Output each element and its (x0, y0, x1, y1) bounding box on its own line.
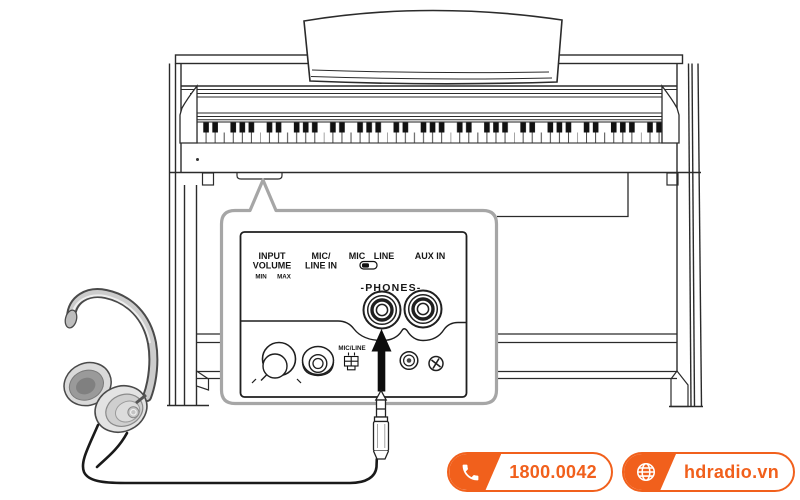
phones-label: -PHONES- (361, 282, 422, 294)
mic-line-slide-switch[interactable] (343, 352, 359, 371)
left-leg (167, 63, 215, 407)
connection-arrow (371, 329, 392, 392)
max-label: MAX (277, 274, 292, 281)
mic-switch-label: MIC (349, 251, 366, 261)
globe-icon (623, 454, 676, 490)
left-cheek-block (179, 84, 198, 144)
contact-badges: 1800.0042 hdradio.vn (447, 452, 795, 492)
svg-text:LINE: LINE (374, 251, 395, 261)
music-rest (303, 9, 563, 85)
phones-jack-right[interactable] (403, 289, 443, 329)
connector-panel: INPUT VOLUME MIN MAX MIC/ LINE IN MIC LI… (239, 231, 468, 398)
phones-jack-left[interactable] (362, 290, 402, 330)
mic-line-in-jack[interactable] (301, 345, 335, 377)
input-volume-label: INPUT (259, 251, 287, 261)
aux-in-label: AUX IN (415, 251, 446, 261)
headphones (63, 288, 159, 434)
input-volume-knob[interactable] (251, 341, 302, 384)
phone-icon (449, 454, 502, 490)
headband-end-cap (64, 309, 78, 329)
cup-yoke (135, 393, 147, 405)
svg-text:VOLUME: VOLUME (253, 261, 292, 271)
left-ear-cup (63, 361, 112, 407)
left-foot (195, 369, 210, 391)
body-underside-edge (497, 173, 629, 218)
power-indicator-dot (196, 158, 199, 161)
right-ear-cup (94, 384, 148, 434)
aux-in-jack[interactable] (399, 350, 419, 371)
mic-line-switch-icon (359, 260, 378, 270)
hotline-badge[interactable]: 1800.0042 (447, 452, 613, 492)
panel-labels: INPUT VOLUME MIN MAX MIC/ LINE IN MIC LI… (253, 251, 446, 352)
right-foot (670, 370, 689, 408)
piano-keyboard (196, 121, 663, 144)
headphone-cable (81, 423, 379, 485)
mic-line-in-label: MIC/ (312, 251, 331, 261)
hotline-number: 1800.0042 (509, 461, 597, 482)
right-leg (666, 63, 703, 408)
svg-text:LINE IN: LINE IN (305, 261, 337, 271)
mic-line-switch-label: MIC/LINE (338, 345, 365, 352)
panel-screw (428, 355, 444, 372)
panel-recess-edge (240, 320, 467, 342)
website-url: hdradio.vn (683, 461, 779, 482)
upright-digital-piano (167, 9, 703, 408)
website-badge[interactable]: hdradio.vn (621, 452, 795, 492)
right-cheek-block (661, 84, 680, 144)
quarter-inch-plug (372, 389, 390, 460)
connector-bay-tab (236, 172, 283, 180)
min-label: MIN (255, 274, 267, 281)
